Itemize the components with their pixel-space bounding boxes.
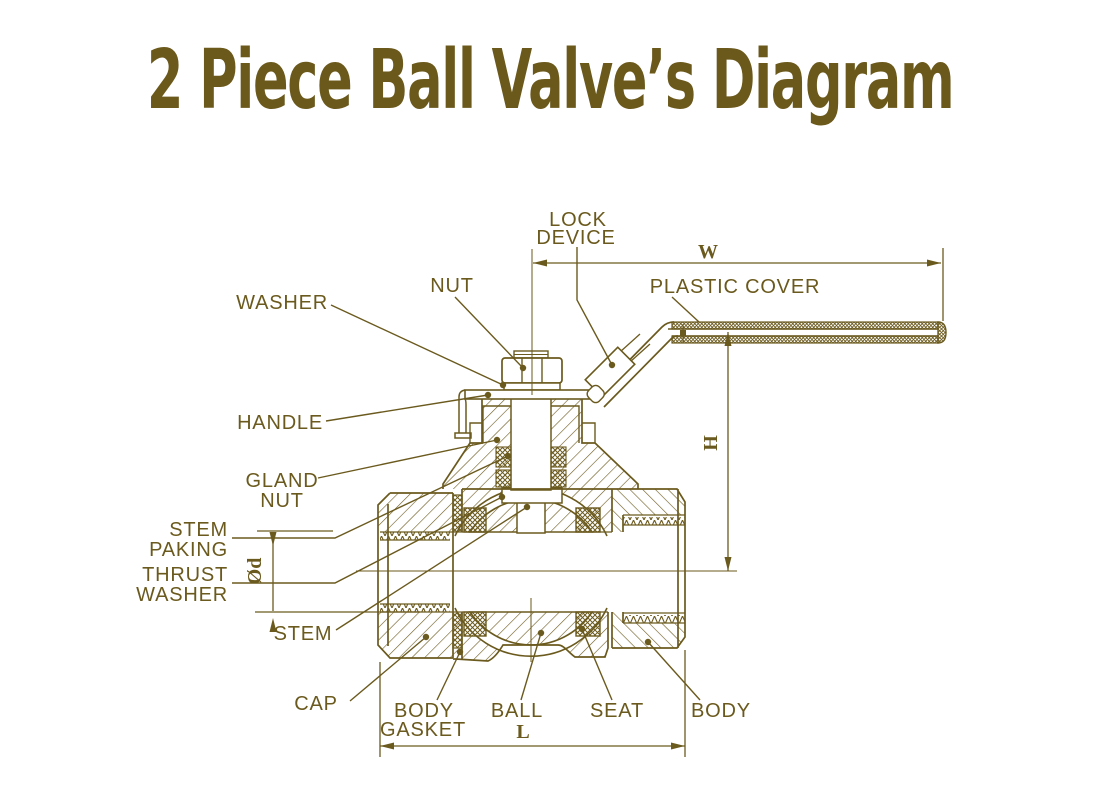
cap-bottom-section (378, 612, 453, 658)
leader-body (647, 641, 701, 701)
seat-bottom-right (575, 611, 601, 637)
label-stem-paking-2: PAKING (149, 539, 228, 561)
label-thrust-washer-1: THRUST (142, 564, 228, 586)
leader-lines (232, 247, 701, 702)
handle-assembly (454, 321, 947, 439)
leader-thrust-washer (232, 496, 503, 584)
leader-handle (325, 394, 489, 422)
label-stem-paking-1: STEM (169, 519, 228, 541)
leader-body-gasket (436, 651, 461, 701)
dim-l-label: L (516, 721, 529, 743)
dim-d-label: Ød (244, 558, 266, 585)
lock-device-tab (586, 384, 605, 404)
dimension-letters: W H Ød L (244, 241, 722, 743)
stem-packing-rings (495, 446, 567, 488)
page-title-text: 2 Piece Ball Valve’s Diagram (146, 32, 955, 128)
stem-shaft (510, 397, 552, 491)
right-body-bottom-section (612, 612, 685, 648)
label-stem: STEM (274, 623, 333, 645)
leader-nut (454, 296, 524, 369)
label-lock-device-1: LOCK (549, 209, 607, 231)
body-outlines (377, 398, 686, 662)
stem-tang (516, 498, 546, 534)
plastic-cover-top (671, 321, 939, 330)
label-body-gasket-1: BODY (394, 700, 454, 722)
label-body: BODY (691, 700, 751, 722)
label-nut: NUT (430, 275, 474, 297)
left-thread-top (380, 532, 450, 540)
dim-h-label: H (700, 435, 722, 451)
page-title: 2 Piece Ball Valve’s Diagram (0, 30, 1100, 130)
dimensions (255, 248, 944, 757)
handle-bracket (464, 389, 598, 400)
label-cap: CAP (294, 693, 338, 715)
leader-gland-nut (317, 439, 498, 479)
right-body-outline (611, 488, 686, 649)
leader-lock-device (576, 247, 613, 366)
plastic-cover-bottom (671, 335, 939, 344)
leader-ball (520, 632, 542, 701)
label-thrust-washer-2: WASHER (136, 584, 228, 606)
right-body-top-section (612, 489, 685, 532)
label-handle: HANDLE (237, 412, 323, 434)
part-labels: WASHER NUT LOCK DEVICE PLASTIC COVER HAN… (136, 209, 820, 741)
label-seat: SEAT (590, 700, 644, 722)
right-thread-bottom (623, 615, 685, 623)
label-gland-nut-2: NUT (260, 490, 304, 512)
gland-nut-steps (469, 405, 596, 443)
leader-plastic-cover (671, 296, 700, 323)
cap-top-section (378, 493, 453, 532)
centerlines (356, 249, 737, 662)
leader-stem-paking (232, 455, 509, 539)
label-plastic-cover: PLASTIC COVER (650, 276, 820, 298)
label-gland-nut-1: GLAND (246, 470, 319, 492)
right-thread-top (623, 517, 685, 525)
leader-dots (422, 361, 652, 656)
seats (463, 507, 601, 637)
label-ball: BALL (491, 700, 543, 722)
seat-bottom-left (463, 611, 487, 637)
leader-seat (581, 628, 613, 701)
left-thread-bottom (380, 604, 450, 612)
cap-outline (377, 492, 454, 659)
label-lock-device-2: DEVICE (536, 227, 615, 249)
stem-assembly (469, 397, 596, 504)
leader-cap (349, 636, 427, 702)
leader-stem (335, 506, 528, 631)
label-washer: WASHER (236, 292, 328, 314)
dim-w-label: W (698, 241, 718, 263)
label-body-gasket-2: GASKET (380, 719, 466, 741)
seat-top-right (575, 507, 601, 533)
dimension-arrows (269, 259, 941, 750)
leader-washer (330, 304, 504, 386)
plastic-cover-end (937, 321, 947, 344)
